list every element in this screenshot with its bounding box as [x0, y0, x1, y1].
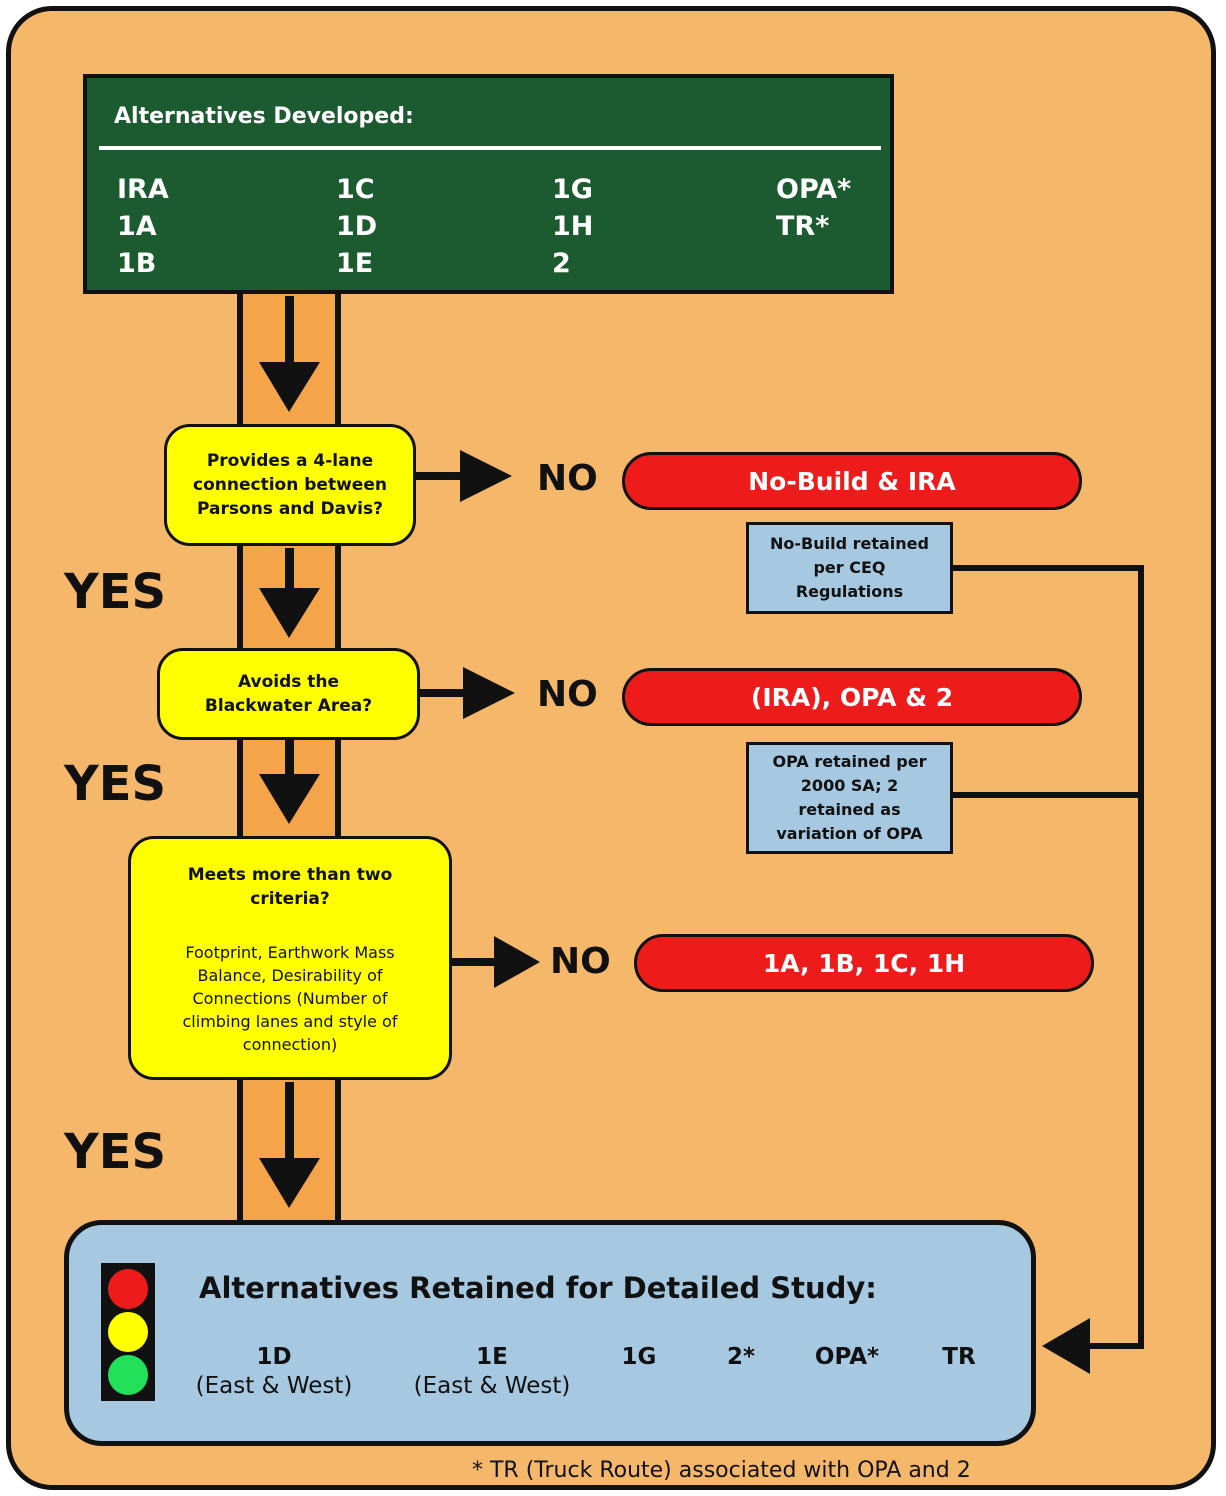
retained-item-label: 2*: [726, 1344, 756, 1370]
retained-item: 1E (East & West): [412, 1343, 572, 1401]
yes-label: YES: [64, 756, 167, 812]
footnote: * TR (Truck Route) associated with OPA a…: [472, 1458, 971, 1483]
no-label: NO: [550, 941, 611, 982]
alternatives-retained-box: Alternatives Retained for Detailed Study…: [64, 1220, 1036, 1446]
retained-item-label: 1G: [621, 1344, 657, 1370]
retained-note: OPA retained per 2000 SA; 2 retained as …: [746, 742, 953, 854]
alternative-item: 1B: [117, 248, 157, 279]
note-text: No-Build retained per CEQ Regulations: [770, 534, 929, 601]
retained-item-label: 1E: [476, 1344, 508, 1370]
retained-item: 1G: [599, 1343, 679, 1371]
alternatives-developed-title: Alternatives Developed:: [114, 104, 414, 129]
retained-title: Alternatives Retained for Detailed Study…: [199, 1271, 877, 1305]
retained-item: 1D (East & West): [194, 1343, 354, 1401]
yellow-light: [108, 1312, 148, 1352]
decision-question: Meets more than two criteria?: [187, 865, 393, 909]
alternative-item: 1A: [117, 211, 157, 242]
decision-question: Avoids the Blackwater Area?: [204, 672, 373, 716]
alternative-item: IRA: [117, 174, 169, 205]
alternative-item: 1E: [336, 248, 374, 279]
alternatives-developed-box: Alternatives Developed: IRA 1A 1B 1C 1D …: [83, 74, 894, 294]
decision-criteria: Meets more than two criteria? Footprint,…: [128, 836, 452, 1080]
eliminated-pill: 1A, 1B, 1C, 1H: [634, 934, 1094, 992]
eliminated-pill: No-Build & IRA: [622, 452, 1082, 510]
red-light: [108, 1269, 148, 1309]
traffic-light-icon: [101, 1263, 155, 1401]
alternative-item: 1H: [552, 211, 594, 242]
criteria-list: Footprint, Earthwork Mass Balance, Desir…: [182, 943, 398, 1054]
note-text: OPA retained per 2000 SA; 2 retained as …: [772, 752, 927, 843]
decision-question: Provides a 4-lane connection between Par…: [193, 451, 387, 519]
alternative-item: 1C: [336, 174, 375, 205]
retained-item-sub: (East & West): [413, 1373, 571, 1399]
green-light: [108, 1355, 148, 1395]
alternative-item: 2: [552, 248, 571, 279]
divider: [99, 146, 881, 150]
alternative-item: 1D: [336, 211, 378, 242]
retained-item: 2*: [701, 1343, 781, 1371]
alternative-item: 1G: [552, 174, 593, 205]
retained-item: OPA*: [802, 1343, 892, 1371]
retained-item-label: OPA*: [814, 1344, 880, 1370]
no-label: NO: [537, 674, 598, 715]
decision-blackwater: Avoids the Blackwater Area?: [157, 648, 420, 740]
decision-four-lane: Provides a 4-lane connection between Par…: [164, 424, 416, 546]
retained-item-label: TR: [942, 1344, 976, 1370]
alternative-item: OPA*: [776, 174, 852, 205]
retained-item-label: 1D: [256, 1344, 292, 1370]
yes-label: YES: [64, 1124, 167, 1180]
retained-item: TR: [919, 1343, 999, 1371]
retained-item-sub: (East & West): [195, 1373, 353, 1399]
no-label: NO: [537, 458, 598, 499]
alternative-item: TR*: [776, 211, 830, 242]
eliminated-pill: (IRA), OPA & 2: [622, 668, 1082, 726]
yes-label: YES: [64, 564, 167, 620]
retained-note: No-Build retained per CEQ Regulations: [746, 522, 953, 614]
